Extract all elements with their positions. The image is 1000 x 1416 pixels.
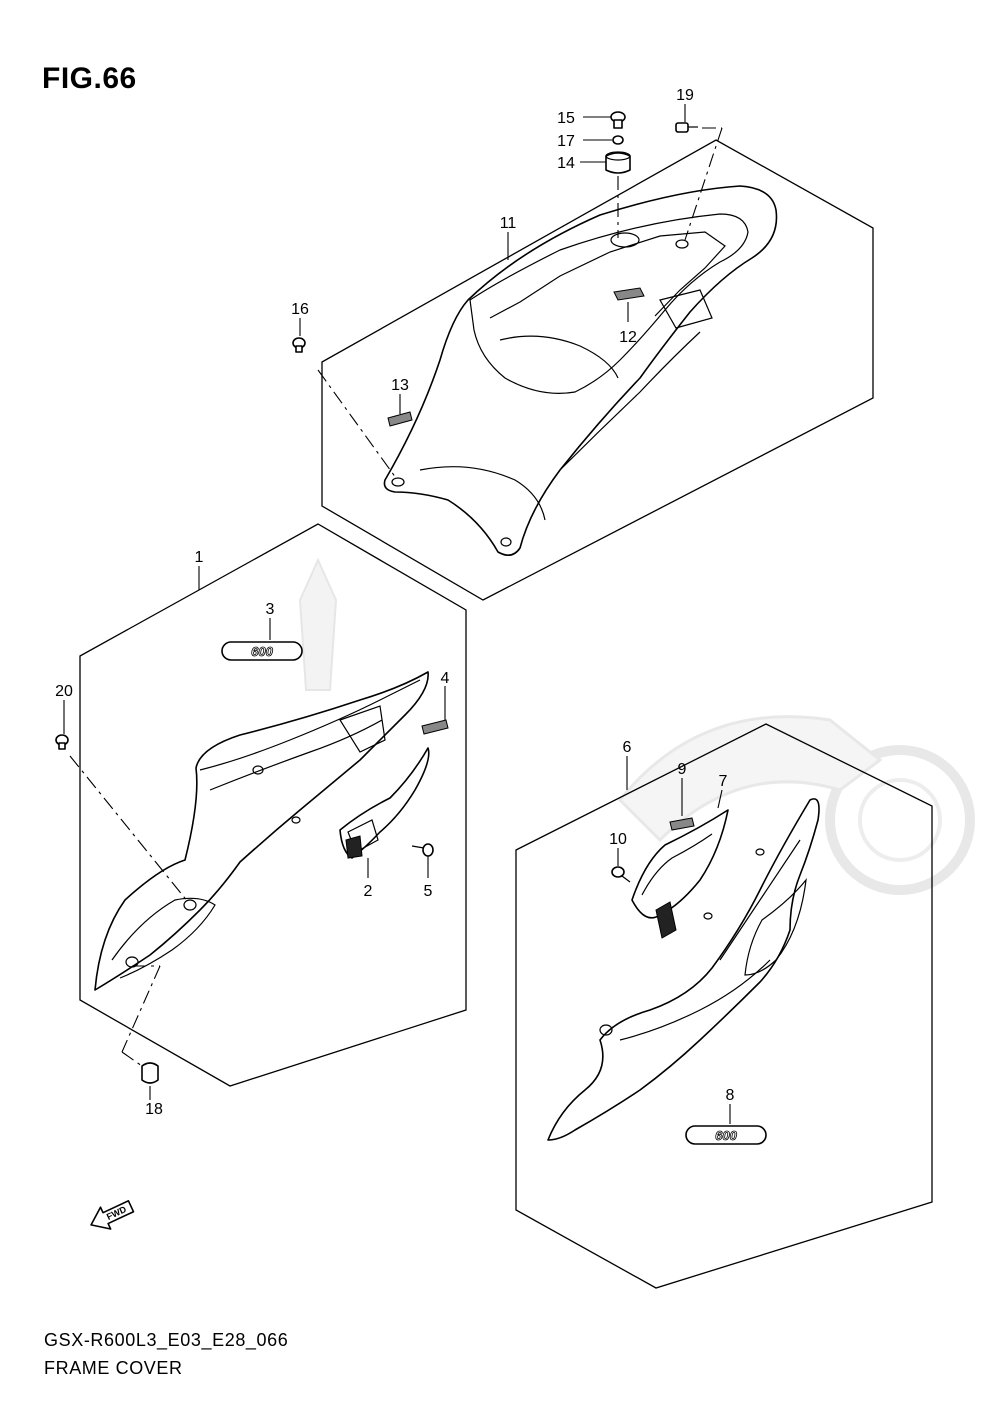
callout-10: 10	[609, 831, 627, 848]
group-frame-6	[515, 723, 933, 1289]
leaders-group-1	[63, 566, 446, 1100]
part-2-inner-panel[interactable]	[339, 747, 430, 859]
leaders-group-6	[617, 756, 731, 1124]
callout-16: 16	[291, 301, 309, 318]
callout-2: 2	[364, 883, 373, 900]
callout-17: 17	[557, 133, 575, 150]
part-3-emblem-text: 600	[251, 644, 273, 659]
leaders-group-11	[299, 104, 723, 479]
callout-7: 7	[719, 773, 728, 790]
model-code: GSX-R600L3_E03_E28_066	[44, 1330, 289, 1350]
group-frame-1	[79, 523, 467, 1087]
figure-title: FIG.66	[42, 62, 137, 95]
callout-6: 6	[623, 739, 632, 756]
part-11-seat-tail-cover[interactable]	[383, 185, 778, 556]
part-13-label	[387, 411, 413, 427]
part-7-inner-panel[interactable]	[631, 809, 729, 939]
part-17-washer[interactable]	[612, 135, 624, 145]
part-20-rivet[interactable]	[55, 734, 69, 750]
part-15-bolt[interactable]	[610, 111, 626, 129]
part-5-screw[interactable]	[411, 843, 434, 857]
callout-9: 9	[678, 761, 687, 778]
part-14-grommet[interactable]	[605, 151, 631, 174]
callout-4: 4	[441, 670, 450, 687]
callout-8: 8	[726, 1087, 735, 1104]
callout-5: 5	[424, 883, 433, 900]
part-10-screw[interactable]	[611, 866, 631, 883]
part-12-label	[613, 287, 645, 301]
callout-3: 3	[266, 601, 275, 618]
callout-12: 12	[619, 329, 637, 346]
part-9-label	[669, 817, 695, 831]
part-3-emblem: 600	[221, 641, 303, 661]
callout-11: 11	[500, 215, 517, 232]
part-8-emblem: 600	[685, 1125, 767, 1145]
callout-1: 1	[195, 549, 204, 566]
group-frame-11	[321, 139, 874, 601]
fwd-direction-arrow: FWD	[90, 1200, 135, 1230]
figure-name: FRAME COVER	[44, 1358, 183, 1378]
part-19-screw[interactable]	[675, 122, 698, 133]
watermark	[298, 557, 975, 895]
part-8-emblem-text: 600	[715, 1128, 737, 1143]
part-16-rivet[interactable]	[292, 337, 306, 353]
part-4-label	[421, 719, 449, 735]
callout-13: 13	[391, 377, 409, 394]
callout-20: 20	[55, 683, 73, 700]
callout-19: 19	[676, 87, 694, 104]
callout-18: 18	[145, 1101, 163, 1118]
callout-labels: 1 2 3 4 5 6 7 8 9 10 11 12 13 14 15 16 1…	[55, 87, 734, 1118]
callout-15: 15	[557, 110, 575, 127]
part-18-grommet[interactable]	[141, 1062, 159, 1084]
callout-14: 14	[557, 155, 575, 172]
part-6-frame-cover-right[interactable]	[547, 798, 820, 1141]
part-1-frame-cover-left[interactable]	[94, 671, 429, 991]
